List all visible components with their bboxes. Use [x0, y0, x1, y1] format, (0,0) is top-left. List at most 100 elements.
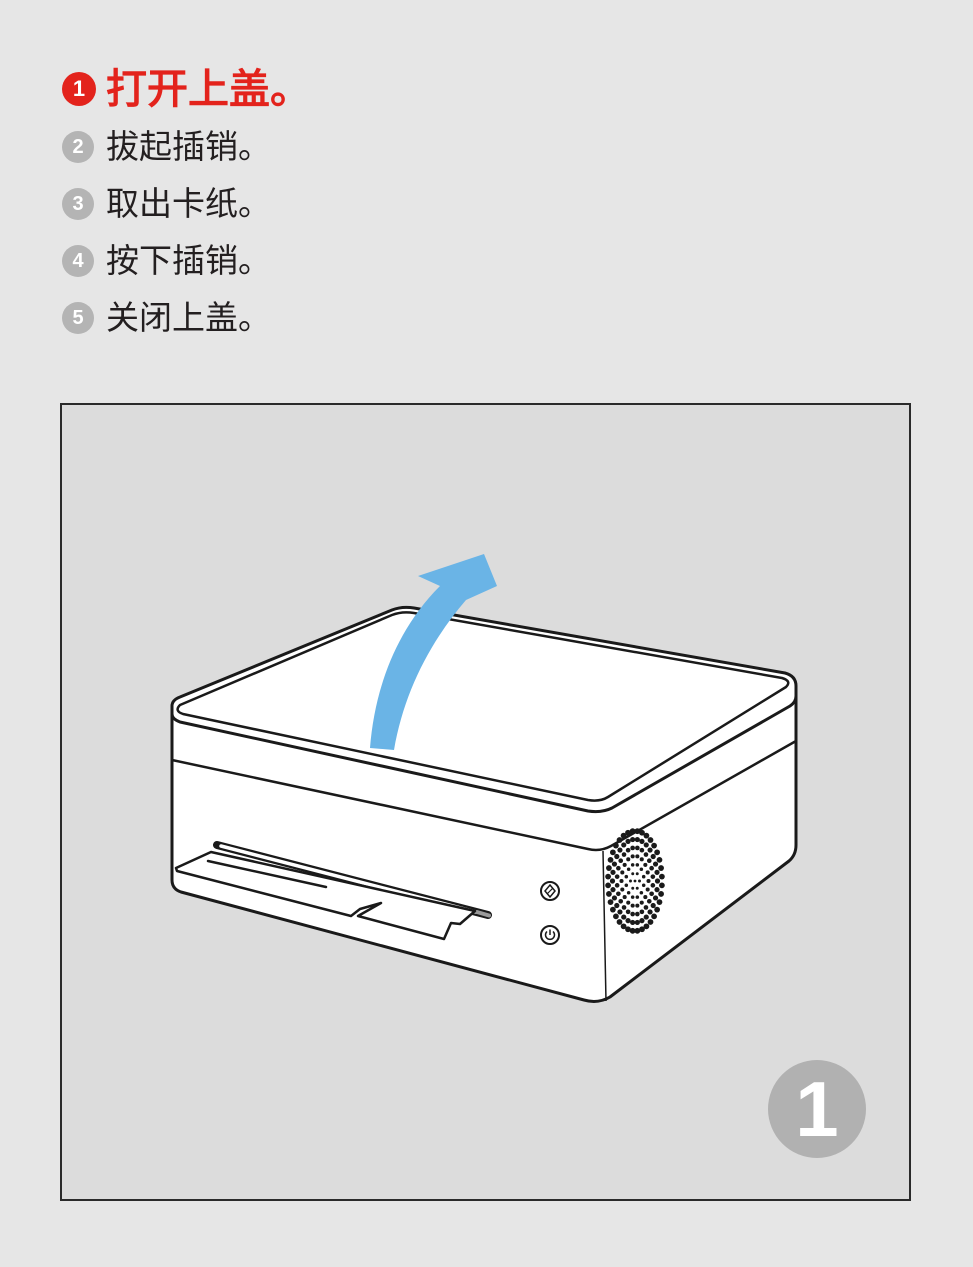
speaker-hole	[654, 887, 660, 893]
speaker-hole	[635, 903, 640, 908]
speaker-hole	[616, 865, 621, 871]
step-badge: 1	[768, 1060, 866, 1158]
speaker-hole	[647, 847, 653, 853]
speaker-hole	[618, 898, 624, 904]
step-number-badge: 2	[62, 130, 94, 163]
step-number-slot: 5	[62, 301, 106, 334]
speaker-hole	[650, 883, 656, 888]
speaker-hole	[643, 862, 648, 867]
illustration-panel[interactable]: 1	[60, 403, 911, 1201]
speaker-hole	[606, 865, 612, 871]
speaker-hole	[654, 878, 661, 884]
speaker-hole	[610, 906, 616, 913]
speaker-hole	[630, 863, 635, 867]
speaker-hole	[639, 926, 645, 933]
step-number-badge: 3	[62, 187, 94, 220]
speaker-hole	[609, 878, 616, 884]
step-label: 取出卡纸。	[106, 184, 271, 223]
speaker-hole	[626, 900, 631, 905]
speaker-hole	[649, 891, 654, 897]
speaker-hole	[639, 857, 644, 862]
speaker-hole	[631, 886, 635, 890]
speaker-hole	[622, 862, 627, 867]
speaker-grille-icon	[605, 828, 665, 934]
speaker-hole	[643, 842, 649, 848]
speaker-hole	[618, 858, 624, 864]
speaker-hole	[635, 872, 639, 876]
speaker-hole	[647, 837, 654, 843]
speaker-hole	[621, 905, 627, 910]
speaker-hole	[625, 926, 631, 933]
speaker-hole	[624, 883, 629, 888]
speaker-hole	[607, 856, 614, 863]
speaker-hole	[639, 918, 645, 924]
step-item-1: 1 打开上盖。	[62, 60, 311, 118]
speaker-hole	[630, 911, 635, 917]
speaker-hole	[654, 869, 660, 875]
speaker-hole	[616, 919, 623, 925]
speaker-hole	[614, 883, 620, 888]
speaker-hole	[606, 891, 612, 897]
step-list: 1 打开上盖。 2 拔起插销。 3 取出卡纸。 4 按下插销。 5 关闭上盖。	[62, 60, 311, 346]
speaker-hole	[647, 909, 653, 915]
speaker-hole	[625, 847, 631, 853]
speaker-hole	[634, 828, 641, 835]
speaker-hole	[614, 874, 620, 879]
speaker-hole	[635, 895, 640, 899]
speaker-hole	[635, 911, 640, 917]
paper-tray-line	[206, 859, 328, 889]
speaker-hole	[630, 836, 636, 843]
speaker-hole	[634, 919, 640, 926]
speaker-hole	[643, 905, 649, 910]
speaker-hole	[620, 870, 625, 875]
speaker-hole	[643, 895, 648, 900]
speaker-hole	[613, 842, 619, 849]
speaker-hole	[625, 829, 631, 836]
speaker-hole	[605, 873, 611, 880]
speaker-hole	[619, 878, 624, 884]
speaker-hole	[645, 870, 650, 875]
speaker-hole	[633, 879, 637, 883]
printer-open-lid-illustration	[170, 554, 798, 1003]
speaker-hole	[643, 852, 649, 857]
speaker-hole	[635, 854, 640, 859]
speaker-hole	[646, 878, 651, 884]
step-item-2: 2 拔起插销。	[62, 118, 311, 175]
speaker-hole	[613, 913, 619, 920]
speaker-hole	[616, 837, 623, 843]
step-item-3: 3 取出卡纸。	[62, 175, 311, 232]
speaker-hole	[624, 874, 629, 879]
speaker-hole	[641, 874, 646, 879]
speaker-hole	[650, 902, 656, 909]
speaker-hole	[630, 845, 635, 851]
speaker-hole	[621, 852, 627, 857]
speaker-hole	[643, 832, 650, 839]
speaker-hole	[611, 861, 618, 867]
step-label: 按下插销。	[106, 241, 271, 280]
step-number-slot: 1	[62, 72, 106, 106]
speaker-hole	[630, 903, 635, 908]
step-label: 打开上盖。	[106, 64, 311, 113]
speaker-hole	[610, 849, 616, 856]
speaker-hole	[639, 909, 645, 915]
step-item-4: 4 按下插销。	[62, 232, 311, 289]
power-button-icon	[540, 925, 560, 945]
speaker-hole	[647, 919, 654, 925]
speaker-hole	[639, 829, 645, 836]
speaker-hole	[630, 854, 635, 859]
speaker-hole	[639, 900, 644, 905]
speaker-hole	[610, 887, 616, 893]
speaker-hole	[620, 887, 625, 892]
speaker-hole	[645, 887, 650, 892]
step-number-badge: 5	[62, 301, 94, 334]
speaker-hole	[658, 891, 664, 897]
speaker-hole	[605, 882, 611, 889]
speaker-hole	[620, 923, 627, 930]
speaker-hole	[651, 913, 657, 920]
speaker-hole	[634, 836, 640, 843]
speaker-hole	[611, 895, 618, 901]
speaker-hole	[630, 895, 635, 899]
speaker-hole	[625, 918, 631, 924]
speaker-hole	[634, 927, 641, 934]
printer-body-seam	[171, 739, 797, 852]
